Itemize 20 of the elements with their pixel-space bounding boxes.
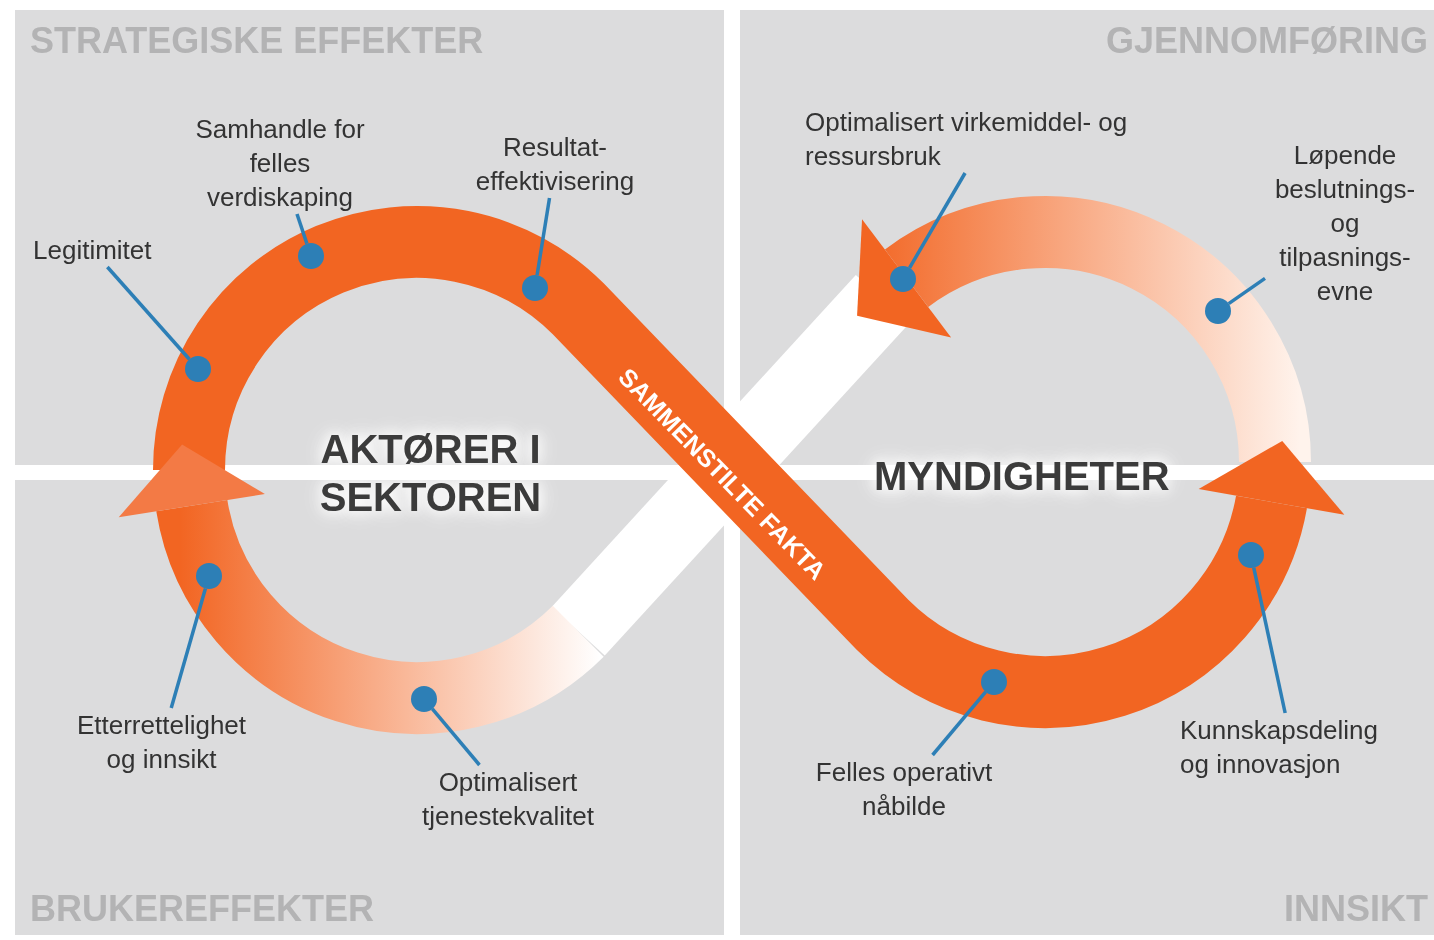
callout-text: Løpende beslutnings- og tilpasnings- evne — [1265, 138, 1425, 308]
callout-text: Samhandle for felles verdiskaping — [185, 112, 375, 214]
callout-text: Resultat- effektivisering — [465, 130, 645, 198]
leader-line — [106, 265, 191, 361]
callout-text: Etterrettelighet og innsikt — [64, 708, 259, 776]
leader-line — [1227, 277, 1266, 306]
leader-line — [295, 213, 309, 245]
callout-text: Optimalisert virkemiddel- og ressursbruk — [805, 105, 1165, 173]
leader-line — [931, 690, 987, 757]
leader-line — [908, 172, 967, 269]
callout-text: Optimalisert tjenestekvalitet — [408, 765, 608, 833]
callout-text: Kunnskapsdeling og innovasjon — [1180, 713, 1405, 781]
leader-line — [1252, 567, 1287, 714]
loop-label: MYNDIGHETER — [874, 453, 1170, 500]
leader-line — [169, 588, 208, 709]
callout-text: Felles operativt nåbilde — [799, 755, 1009, 823]
leader-line — [535, 197, 552, 276]
loop-label: AKTØRER I SEKTOREN — [318, 426, 543, 521]
leader-line — [431, 707, 481, 767]
callout-text: Legitimitet — [33, 233, 152, 267]
